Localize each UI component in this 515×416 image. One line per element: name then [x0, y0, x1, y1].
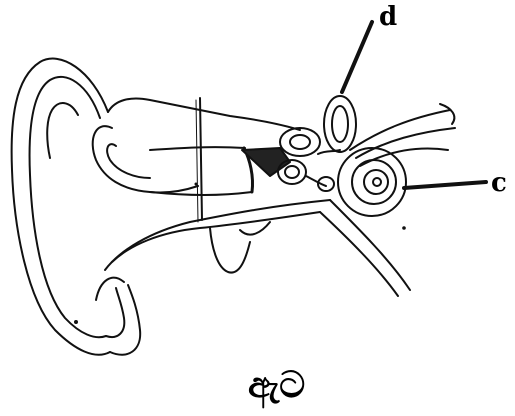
pinna-outline: [12, 59, 198, 355]
pointer-line-c: [404, 182, 486, 188]
cochlea: [338, 148, 406, 216]
ossicles: [242, 148, 334, 192]
diagram-caption: ඇට: [248, 364, 305, 407]
pointer-line-d: [342, 22, 372, 92]
label-d: d: [379, 2, 397, 32]
label-c: c: [491, 168, 507, 198]
skull-outline: [105, 99, 410, 297]
auditory-nerve: [350, 104, 455, 166]
eustachian-tube: [210, 222, 270, 273]
semicircular-canals: [280, 96, 356, 156]
